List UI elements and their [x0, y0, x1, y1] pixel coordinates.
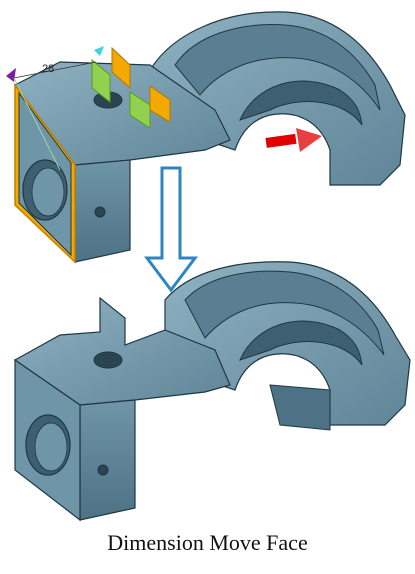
right-leg-bottom — [269, 384, 331, 431]
arch-slot-bottom — [239, 320, 363, 366]
pin-hole-bottom — [97, 464, 109, 476]
red-arrow-handle-icon[interactable] — [265, 128, 322, 152]
part-before: 28 — [6, 11, 406, 264]
part-after — [13, 261, 411, 522]
green-handle-1[interactable] — [91, 58, 111, 104]
arch-recess-bottom — [184, 270, 385, 356]
figure-caption: Dimension Move Face — [107, 530, 308, 555]
top-hole-bottom — [93, 351, 123, 369]
yellow-handle-1[interactable] — [111, 46, 131, 90]
yellow-handle-2[interactable] — [149, 85, 171, 123]
block-side-bottom — [79, 399, 136, 521]
purple-pin-icon — [6, 68, 16, 82]
dimension-annotation: 28 — [6, 46, 104, 171]
dimension-value[interactable]: 28 — [42, 63, 54, 75]
arch-slot-top — [239, 80, 363, 126]
down-arrow-icon — [144, 166, 198, 293]
cyan-pin-icon — [94, 46, 104, 56]
pin-hole-top — [94, 206, 106, 218]
arch-recess-top — [174, 24, 381, 111]
green-handle-2[interactable] — [129, 91, 151, 129]
